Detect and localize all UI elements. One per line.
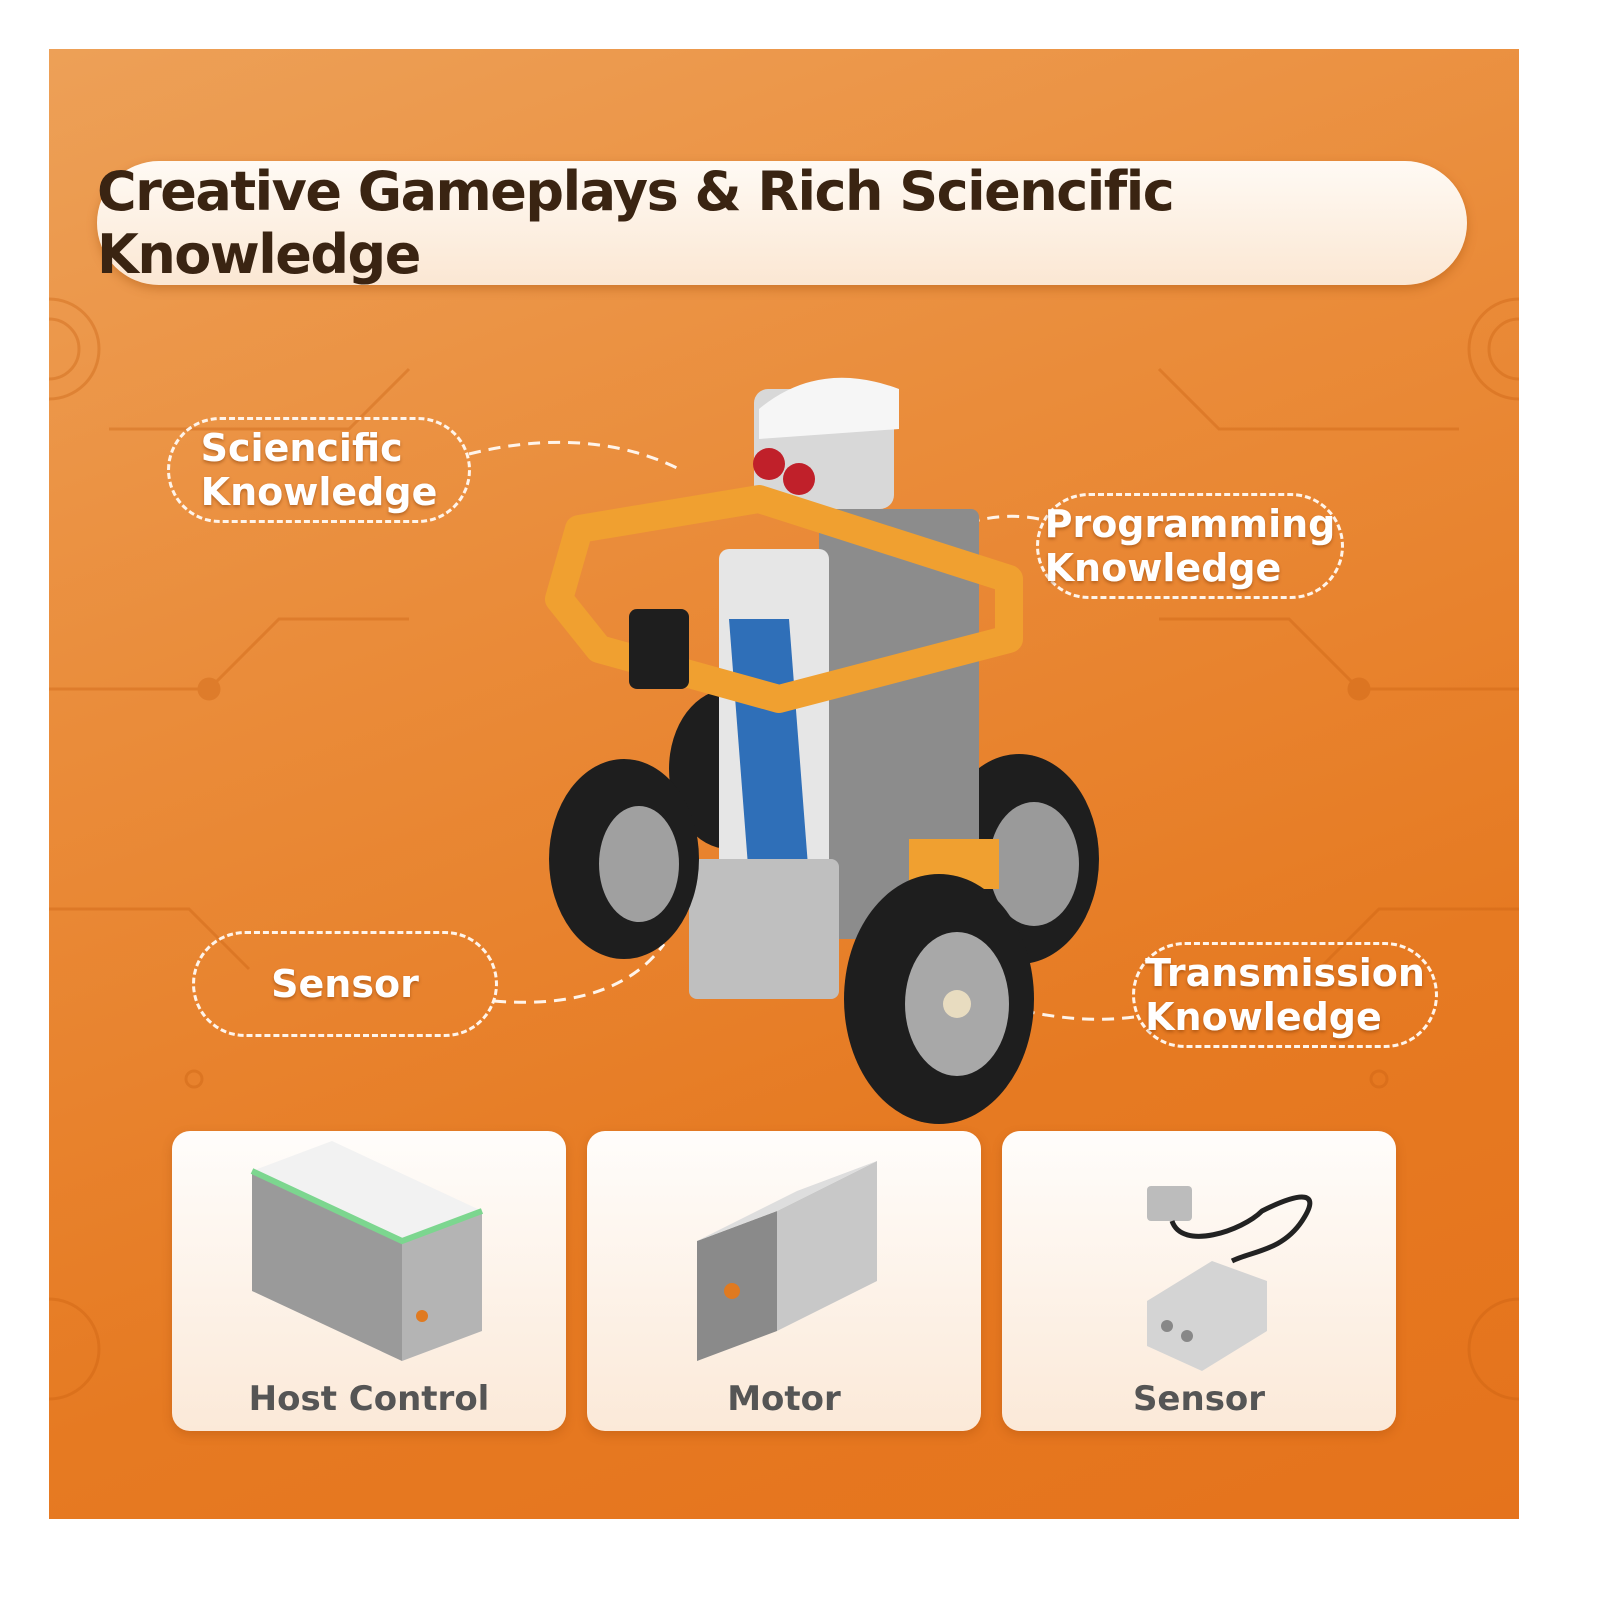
sensor-brick-icon [1147, 1186, 1313, 1371]
component-label: Sensor [1132, 1379, 1266, 1419]
page-title: Creative Gameplays & Rich Sciencific Kno… [97, 160, 1175, 286]
component-label: Host Control [248, 1379, 490, 1419]
component-label: Motor [727, 1379, 841, 1419]
callout-label: Sensor [271, 962, 419, 1006]
callout-label: Sciencific Knowledge [200, 426, 438, 514]
title-banner: Creative Gameplays & Rich Sciencific Kno… [97, 160, 1467, 286]
robot-car-image [545, 377, 1099, 1124]
callout-label: Programming Knowledge [1044, 502, 1336, 590]
callout-transmission-knowledge: Transmission Knowledge [1132, 942, 1438, 1048]
circuit-pattern-background [49, 297, 1519, 1401]
component-card-host-control: Host Control [172, 1131, 566, 1431]
motor-brick-icon [697, 1161, 877, 1361]
host-control-brick-icon [250, 1141, 484, 1361]
callout-scientific-knowledge: Sciencific Knowledge [167, 417, 471, 523]
callout-label: Transmission Knowledge [1145, 951, 1425, 1039]
component-card-motor: Motor [587, 1131, 981, 1431]
component-card-sensor: Sensor [1002, 1131, 1396, 1431]
callout-sensor: Sensor [192, 931, 498, 1037]
callout-programming-knowledge: Programming Knowledge [1036, 493, 1344, 599]
promo-panel: Creative Gameplays & Rich Sciencific Kno… [49, 49, 1519, 1519]
